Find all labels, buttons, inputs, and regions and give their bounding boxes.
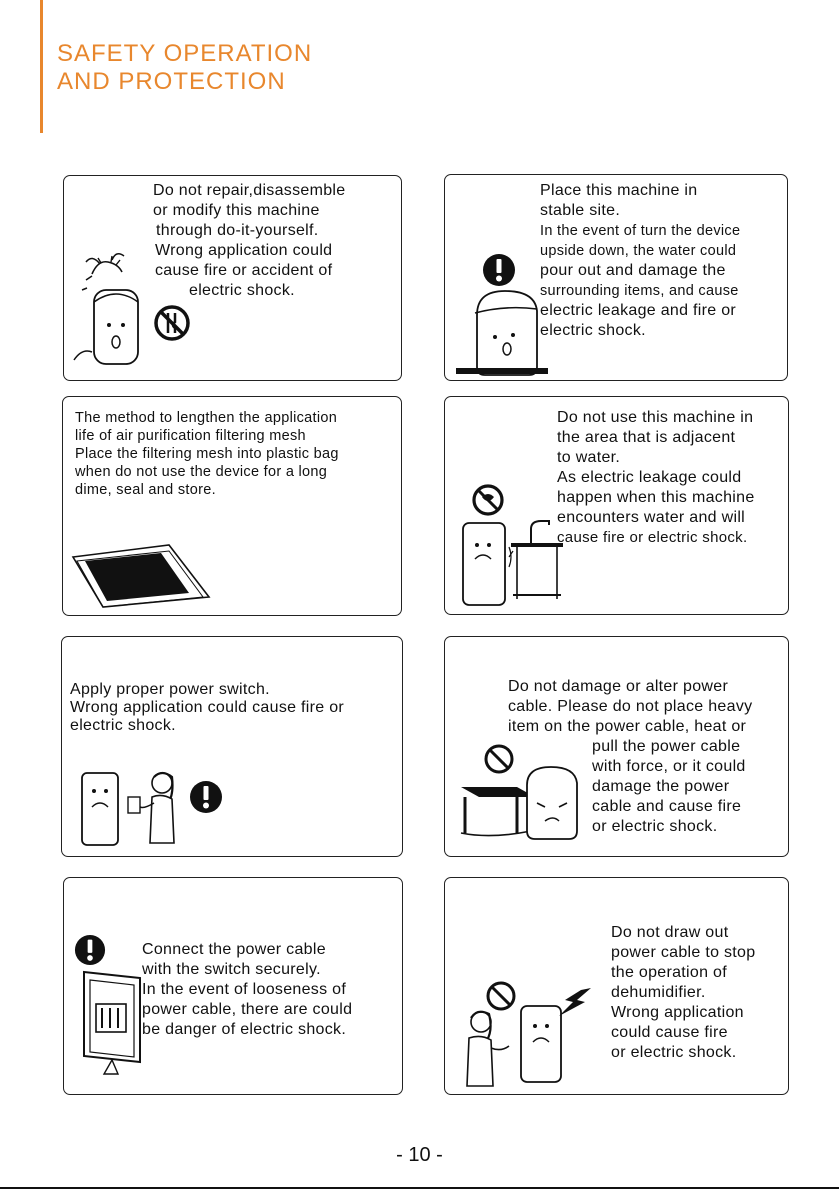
dehumidifier-icon (526, 766, 578, 840)
person-icon (127, 771, 175, 844)
card-line: Wrong application (611, 1004, 744, 1021)
page-title-line-2: AND PROTECTION (57, 68, 286, 95)
card-line: Do not use this machine in (557, 409, 754, 426)
card-text: Do not use this machine in the area that… (557, 408, 755, 548)
safety-card-filter-mesh: The method to lengthen the application l… (62, 396, 402, 616)
safety-card-power-switch: Apply proper power switch. Wrong applica… (61, 636, 403, 857)
card-line: surrounding items, and cause (540, 283, 739, 299)
card-line: In the event of looseness of (142, 981, 347, 998)
card-line: Do not repair,disassemble (153, 182, 346, 199)
card-line: Wrong application could cause fire or (70, 699, 345, 716)
card-line: As electric leakage could (557, 469, 742, 486)
page-title-line-1: SAFETY OPERATION (57, 40, 313, 67)
card-line: electric shock. (70, 717, 176, 734)
card-line: when do not use the device for a long (75, 464, 328, 480)
card-line: or electric shock. (592, 818, 718, 835)
person-icon (466, 1010, 510, 1087)
card-text: Place this machine in stable site. In th… (540, 181, 740, 341)
lightning-icon (559, 988, 591, 1016)
card-line: cable and cause fire (592, 798, 742, 815)
card-line: with force, or it could (592, 758, 746, 775)
card-line: upside down, the water could (540, 243, 737, 259)
footer-rule (0, 1187, 839, 1189)
table-icon (460, 787, 535, 837)
card-line: or electric shock. (611, 1044, 737, 1061)
card-line: pull the power cable (592, 738, 741, 755)
card-line: the area that is adjacent (557, 429, 736, 446)
safety-card-stable-site: Place this machine in stable site. In th… (444, 174, 788, 381)
card-line: pour out and damage the (540, 262, 726, 279)
card-line: Connect the power cable (142, 941, 326, 958)
safety-card-water: Do not use this machine in the area that… (444, 396, 789, 615)
card-line: electric leakage and fire or (540, 302, 737, 319)
prohibit-repair-icon (154, 305, 190, 341)
dehumidifier-icon (520, 1005, 562, 1083)
card-line: electric shock. (540, 322, 646, 339)
warning-icon (483, 254, 515, 286)
prohibit-icon (486, 981, 516, 1011)
card-line: damage the power (592, 778, 730, 795)
card-text: The method to lengthen the application l… (75, 409, 339, 499)
prohibit-icon (484, 744, 514, 774)
card-line: cause fire or accident of (155, 262, 333, 279)
card-line: with the switch securely. (142, 961, 321, 978)
card-line: encounters water and will (557, 509, 746, 526)
safety-card-repair: Do not repair,disassemble or modify this… (63, 175, 402, 381)
card-line: The method to lengthen the application (75, 410, 338, 426)
card-line: In the event of turn the device (540, 223, 741, 239)
power-socket-icon (83, 970, 141, 1075)
card-line: dehumidifier. (611, 984, 706, 1001)
header-accent-bar (40, 0, 43, 133)
page-title: SAFETY OPERATION AND PROTECTION (57, 40, 312, 96)
card-text: Connect the power cable with the switch … (142, 940, 352, 1040)
card-text: Do not repair,disassemble or modify this… (153, 181, 345, 301)
safety-card-draw-cable: Do not draw out power cable to stop the … (444, 877, 789, 1095)
card-line: Do not draw out (611, 924, 729, 941)
card-line: through do-it-yourself. (156, 222, 319, 239)
card-line: or modify this machine (153, 202, 320, 219)
card-line: Place the filtering mesh into plastic ba… (75, 446, 339, 462)
card-line: could cause fire (611, 1024, 728, 1041)
card-text: Do not damage or alter power cable. Plea… (508, 677, 752, 837)
page-number: - 10 - (396, 1144, 443, 1166)
card-line: power cable to stop (611, 944, 756, 961)
filter-bag-icon (71, 544, 211, 608)
card-line: item on the power cable, heat or (508, 718, 747, 735)
warning-icon (74, 934, 106, 966)
card-line: electric shock. (189, 282, 295, 299)
card-line: Do not damage or alter power (508, 678, 729, 695)
card-line: Wrong application could (155, 242, 333, 259)
card-line: to water. (557, 449, 621, 466)
card-text: Apply proper power switch. Wrong applica… (70, 681, 344, 735)
card-line: dime, seal and store. (75, 482, 216, 498)
card-line: cause fire or electric shock. (557, 529, 748, 546)
dehumidifier-icon (73, 253, 139, 365)
dehumidifier-icon (456, 290, 548, 376)
card-line: cable. Please do not place heavy (508, 698, 753, 715)
dehumidifier-icon (462, 522, 506, 606)
card-line: power cable, there are could (142, 1001, 353, 1018)
faucet-icon (508, 520, 563, 599)
card-line: Apply proper power switch. (70, 681, 270, 698)
safety-card-cable-damage: Do not damage or alter power cable. Plea… (444, 636, 789, 857)
card-line: happen when this machine (557, 489, 755, 506)
dehumidifier-icon (81, 772, 119, 846)
warning-icon (190, 781, 222, 813)
card-line: life of air purification filtering mesh (75, 428, 306, 444)
card-line: be danger of electric shock. (142, 1021, 347, 1038)
hands-icon (91, 255, 123, 275)
no-water-icon (472, 484, 504, 516)
card-text: Do not draw out power cable to stop the … (611, 923, 755, 1063)
safety-card-connect-cable: Connect the power cable with the switch … (63, 877, 403, 1095)
card-line: the operation of (611, 964, 727, 981)
card-line: stable site. (540, 202, 621, 219)
card-line: Place this machine in (540, 182, 698, 199)
